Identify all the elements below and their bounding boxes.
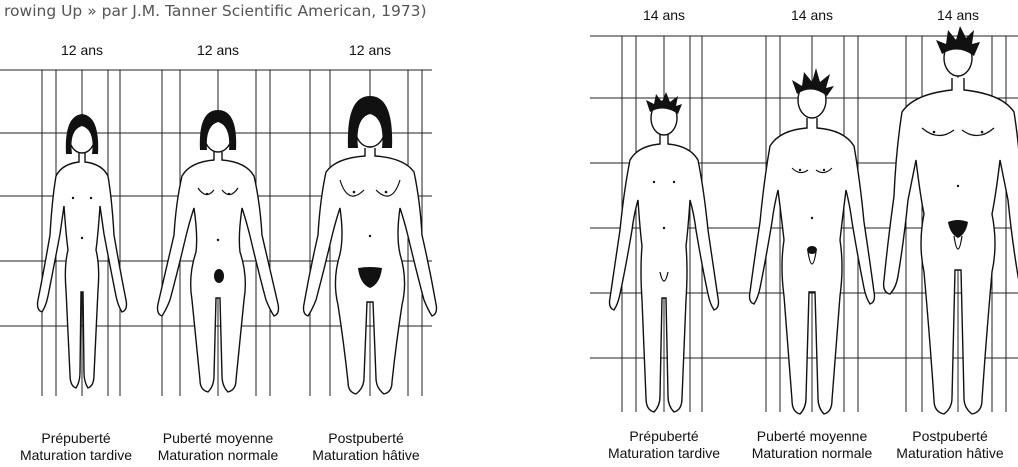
girl-age-2: 12 ans [197,42,239,58]
boy-label-2: Puberté moyenne Maturation normale [752,428,873,462]
boys-figure [590,0,1018,467]
source-caption: rowing Up » par J.M. Tanner Scientific A… [4,2,427,20]
boy-age-3: 14 ans [937,7,979,23]
boy-age-2: 14 ans [791,7,833,23]
boy-age-1: 14 ans [643,7,685,23]
girl-label-1: Prépuberté Maturation tardive [20,430,132,464]
girls-panel: 12 ans 12 ans 12 ans Prépuberté Maturati… [0,30,450,467]
boy-label-3: Postpuberté Maturation hâtive [896,428,1003,462]
boy-stage-2: Puberté moyenne [752,428,873,445]
girl-stage-1: Prépuberté [20,430,132,447]
boys-panel: 14 ans 14 ans 14 ans Prépuberté Maturati… [590,0,1018,467]
girl-maturation-1: Maturation tardive [20,447,132,464]
boy-maturation-3: Maturation hâtive [896,445,1003,462]
girl-stage-2: Puberté moyenne [158,430,279,447]
girl-stage-3: Postpuberté [312,430,419,447]
girl-maturation-3: Maturation hâtive [312,447,419,464]
girls-figure [0,30,450,467]
girl-label-2: Puberté moyenne Maturation normale [158,430,279,464]
boy-stage-1: Prépuberté [608,428,720,445]
girl-label-3: Postpuberté Maturation hâtive [312,430,419,464]
boy-maturation-2: Maturation normale [752,445,873,462]
girl-maturation-2: Maturation normale [158,447,279,464]
boy-figure-postpuberty [884,26,1018,414]
boy-stage-3: Postpuberté [896,428,1003,445]
boy-label-1: Prépuberté Maturation tardive [608,428,720,462]
boy-maturation-1: Maturation tardive [608,445,720,462]
girl-age-3: 12 ans [349,42,391,58]
girl-age-1: 12 ans [61,42,103,58]
